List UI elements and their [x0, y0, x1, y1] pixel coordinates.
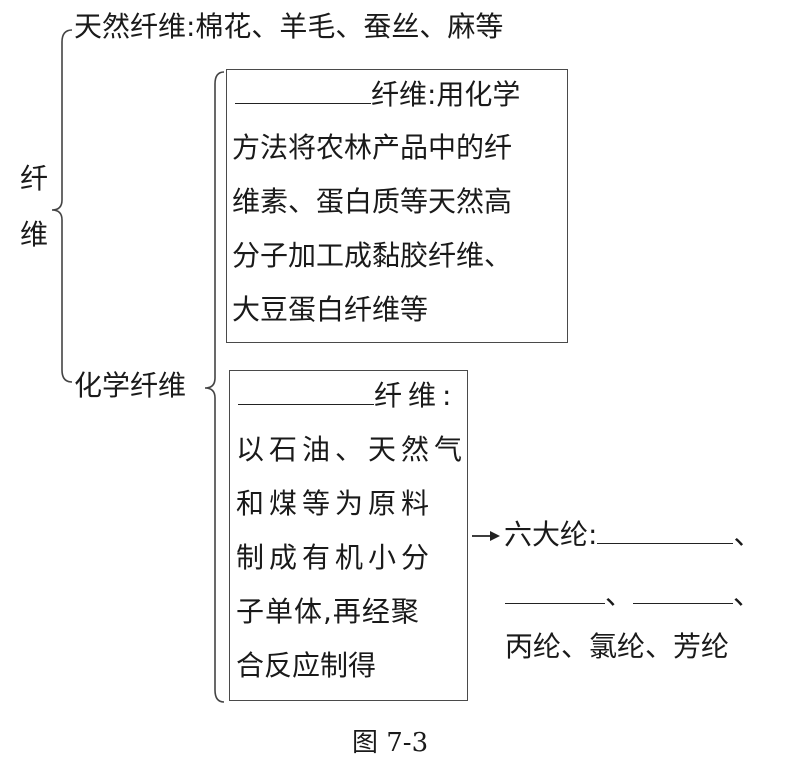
six-major-label: 六大纶:	[504, 518, 598, 551]
six-major-separator-1: 、	[733, 518, 762, 551]
six-major-line-2: 、、	[505, 580, 761, 610]
synthetic-fiber-box: 纤维: 以石油、天然气 和煤等为原料 制成有机小分 子单体,再经聚 合反应制得	[229, 370, 468, 701]
arrow-head-icon	[490, 531, 500, 541]
synthetic-line-1: 纤维:	[238, 381, 457, 411]
regenerated-line-2: 方法将农林产品中的纤	[232, 131, 513, 164]
six-major-blank-1[interactable]	[597, 521, 734, 544]
root-label-char-2: 维	[20, 218, 49, 251]
synthetic-line-3: 和煤等为原料	[236, 487, 435, 520]
regenerated-fiber-blank[interactable]	[235, 81, 371, 104]
synthetic-line-2: 以石油、天然气	[236, 433, 468, 466]
synthetic-line-1-suffix: 纤维:	[374, 379, 458, 412]
regenerated-line-4: 分子加工成黏胶纤维、	[232, 239, 513, 272]
six-major-last-line: 丙纶、氯纶、芳纶	[505, 630, 730, 663]
regenerated-line-3: 维素、蛋白质等天然高	[232, 185, 513, 218]
outer-brace	[51, 29, 73, 383]
inner-brace	[204, 71, 225, 703]
six-major-separator-2: 、	[605, 578, 634, 611]
regenerated-line-1: 纤维:用化学	[235, 80, 520, 110]
natural-fiber-text: 天然纤维:棉花、羊毛、蚕丝、麻等	[74, 10, 504, 43]
synthetic-line-6: 合反应制得	[236, 649, 377, 682]
synthetic-line-4: 制成有机小分	[236, 541, 435, 574]
six-major-line-1: 六大纶: 、	[504, 520, 761, 550]
synthetic-fiber-blank[interactable]	[238, 382, 374, 405]
figure-caption: 图 7-3	[352, 728, 429, 758]
root-label-char-1: 纤	[20, 162, 49, 195]
six-major-blank-3[interactable]	[633, 581, 734, 604]
regenerated-line-1-suffix: 纤维:用化学	[371, 78, 521, 111]
chemical-fiber-label: 化学纤维	[74, 369, 187, 402]
six-major-blank-2[interactable]	[505, 581, 605, 604]
six-major-separator-3: 、	[733, 578, 762, 611]
synthetic-line-5: 子单体,再经聚	[236, 595, 420, 628]
regenerated-fiber-box: 纤维:用化学 方法将农林产品中的纤 维素、蛋白质等天然高 分子加工成黏胶纤维、 …	[226, 69, 568, 343]
regenerated-line-5: 大豆蛋白纤维等	[232, 293, 429, 326]
